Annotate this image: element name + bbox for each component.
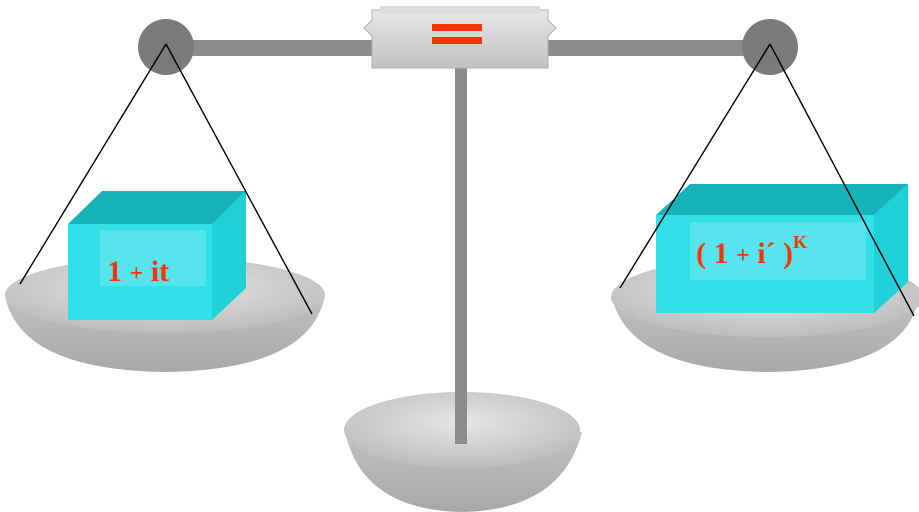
right-pivot [742,19,798,75]
left-expr-it: it [151,255,169,288]
right-expr-exponent: K [793,232,807,252]
right-expression: ( 1 + i´ )K [696,237,807,269]
left-pivot [138,19,194,75]
left-expr-plus: + [130,261,144,287]
right-expr-mid: i´ ) [757,237,793,270]
left-expression: 1 + it [107,257,169,287]
right-expr-plus: + [736,243,750,269]
right-expr-open: ( 1 [696,237,729,270]
base-stand [344,58,582,512]
left-expr-one: 1 [107,255,122,288]
center-post [455,58,467,444]
equals-box [364,6,556,68]
